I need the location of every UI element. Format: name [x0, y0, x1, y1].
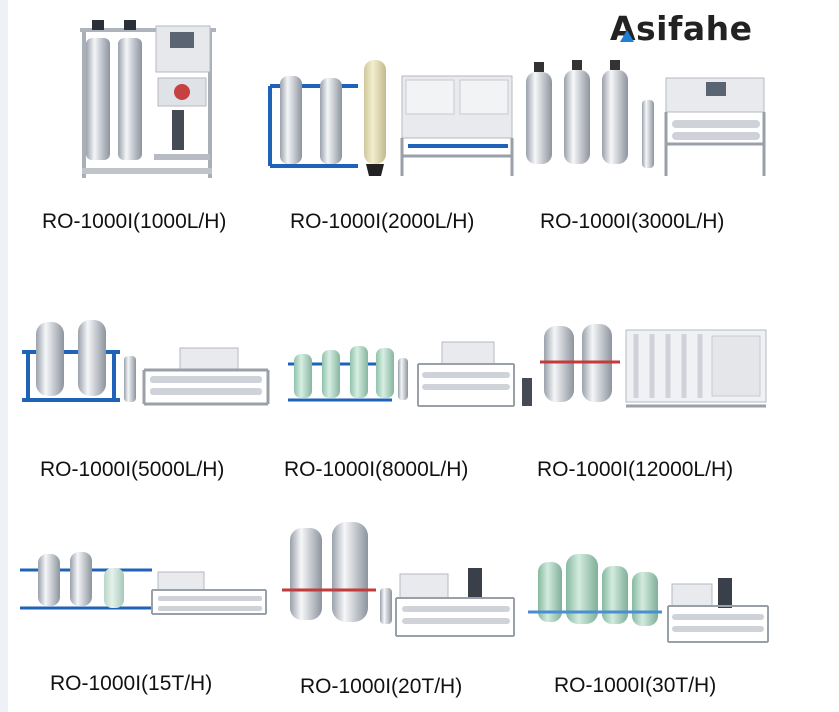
product-image-3000lh	[520, 60, 768, 180]
product-image-2000lh	[268, 56, 516, 180]
product-label: RO-1000I(8000L/H)	[284, 458, 469, 481]
left-edge-strip	[0, 0, 8, 712]
product-image-12000lh	[520, 318, 770, 410]
product-image-1000lh	[78, 18, 218, 180]
product-image-8000lh	[282, 336, 518, 408]
product-label: RO-1000I(20T/H)	[300, 675, 463, 698]
triangle-logo-icon	[620, 30, 634, 42]
product-label: RO-1000I(30T/H)	[554, 674, 717, 697]
product-label: RO-1000I(15T/H)	[50, 672, 213, 695]
product-label: RO-1000I(5000L/H)	[40, 458, 225, 481]
product-label: RO-1000I(1000L/H)	[42, 210, 227, 233]
product-label: RO-1000I(3000L/H)	[540, 210, 725, 233]
product-image-20th	[272, 518, 518, 640]
product-image-5000lh	[20, 312, 270, 408]
product-label: RO-1000I(2000L/H)	[290, 210, 475, 233]
product-image-30th	[522, 550, 772, 646]
product-label: RO-1000I(12000L/H)	[537, 458, 734, 481]
brand-logo: Asifahe	[610, 8, 753, 48]
product-image-15th	[18, 546, 268, 616]
brand-name: Asifahe	[610, 8, 753, 48]
